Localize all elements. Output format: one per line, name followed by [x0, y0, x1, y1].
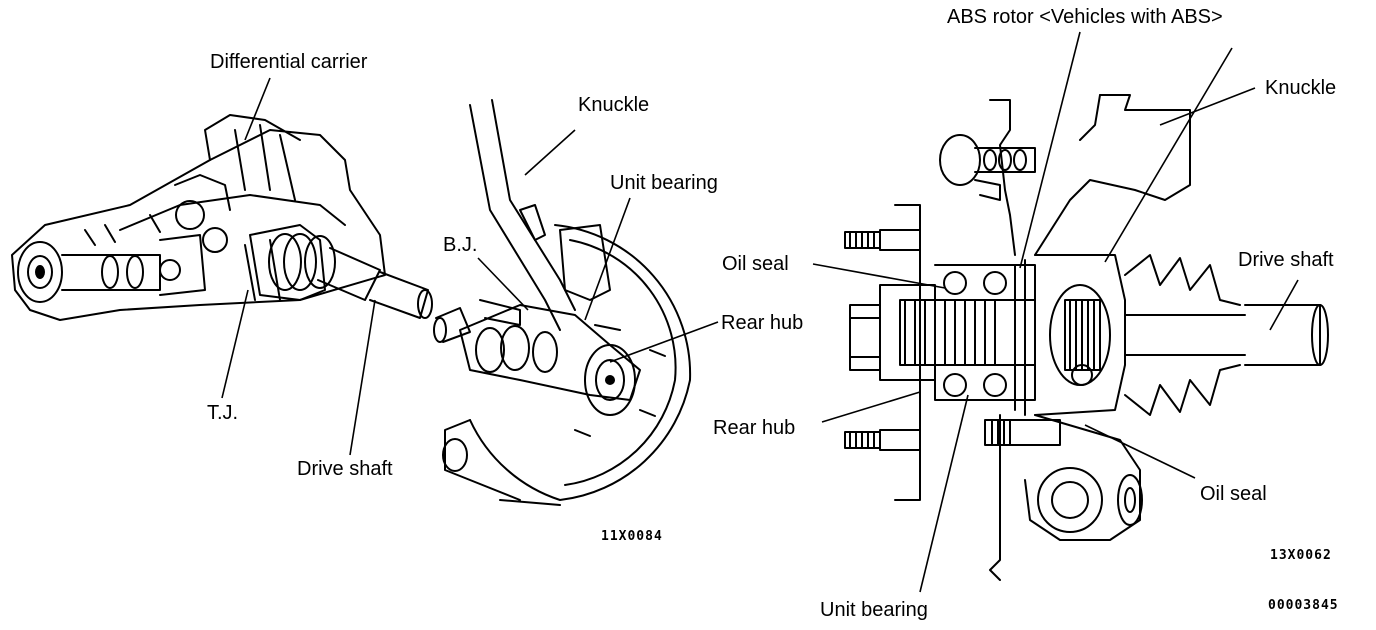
leader-rear-hub-left [609, 321, 719, 363]
leader-drive-shaft-right [1269, 279, 1299, 331]
leader-differential-carrier [244, 77, 271, 141]
figure-code-right: 13X0062 [1270, 548, 1332, 563]
label-oil-seal-right: Oil seal [1200, 483, 1267, 505]
label-drive-shaft-left: Drive shaft [297, 458, 393, 480]
label-rear-hub-right: Rear hub [713, 417, 796, 439]
leader-unit-bearing-bottom [919, 394, 969, 593]
leader-knuckle-right-2 [1104, 47, 1233, 263]
leader-unit-bearing-top [584, 197, 631, 321]
leader-tj [221, 289, 249, 399]
document-code: 00003845 [1268, 598, 1339, 613]
leader-knuckle-right [1159, 87, 1256, 126]
leader-bj [477, 257, 529, 311]
drive-shaft-left-drawing [317, 247, 471, 343]
label-abs-rotor: ABS rotor <Vehicles with ABS> [947, 6, 1223, 28]
label-differential-carrier: Differential carrier [210, 51, 368, 73]
label-knuckle-right: Knuckle [1265, 77, 1337, 99]
label-bj: B.J. [443, 234, 478, 256]
leader-drive-shaft-left [349, 299, 376, 456]
leader-knuckle-left [524, 129, 576, 176]
leader-oil-seal-left [812, 263, 946, 289]
label-unit-bearing-bottom: Unit bearing [820, 599, 928, 621]
label-knuckle-left: Knuckle [578, 94, 650, 116]
figure-code-left: 11X0084 [601, 529, 663, 544]
hub-cross-section-drawing [844, 94, 1329, 581]
label-drive-shaft-right: Drive shaft [1238, 249, 1334, 271]
label-rear-hub-left: Rear hub [721, 312, 804, 334]
label-tj: T.J. [207, 402, 239, 424]
knuckle-left-drawing [442, 99, 692, 506]
leader-rear-hub-right [821, 391, 921, 423]
leader-oil-seal-right [1084, 424, 1196, 479]
differential-carrier-drawing [11, 114, 386, 321]
leader-lines [221, 31, 1299, 593]
label-unit-bearing-top: Unit bearing [610, 172, 718, 194]
label-oil-seal-left: Oil seal [722, 253, 789, 275]
leader-abs-rotor [1019, 31, 1081, 269]
